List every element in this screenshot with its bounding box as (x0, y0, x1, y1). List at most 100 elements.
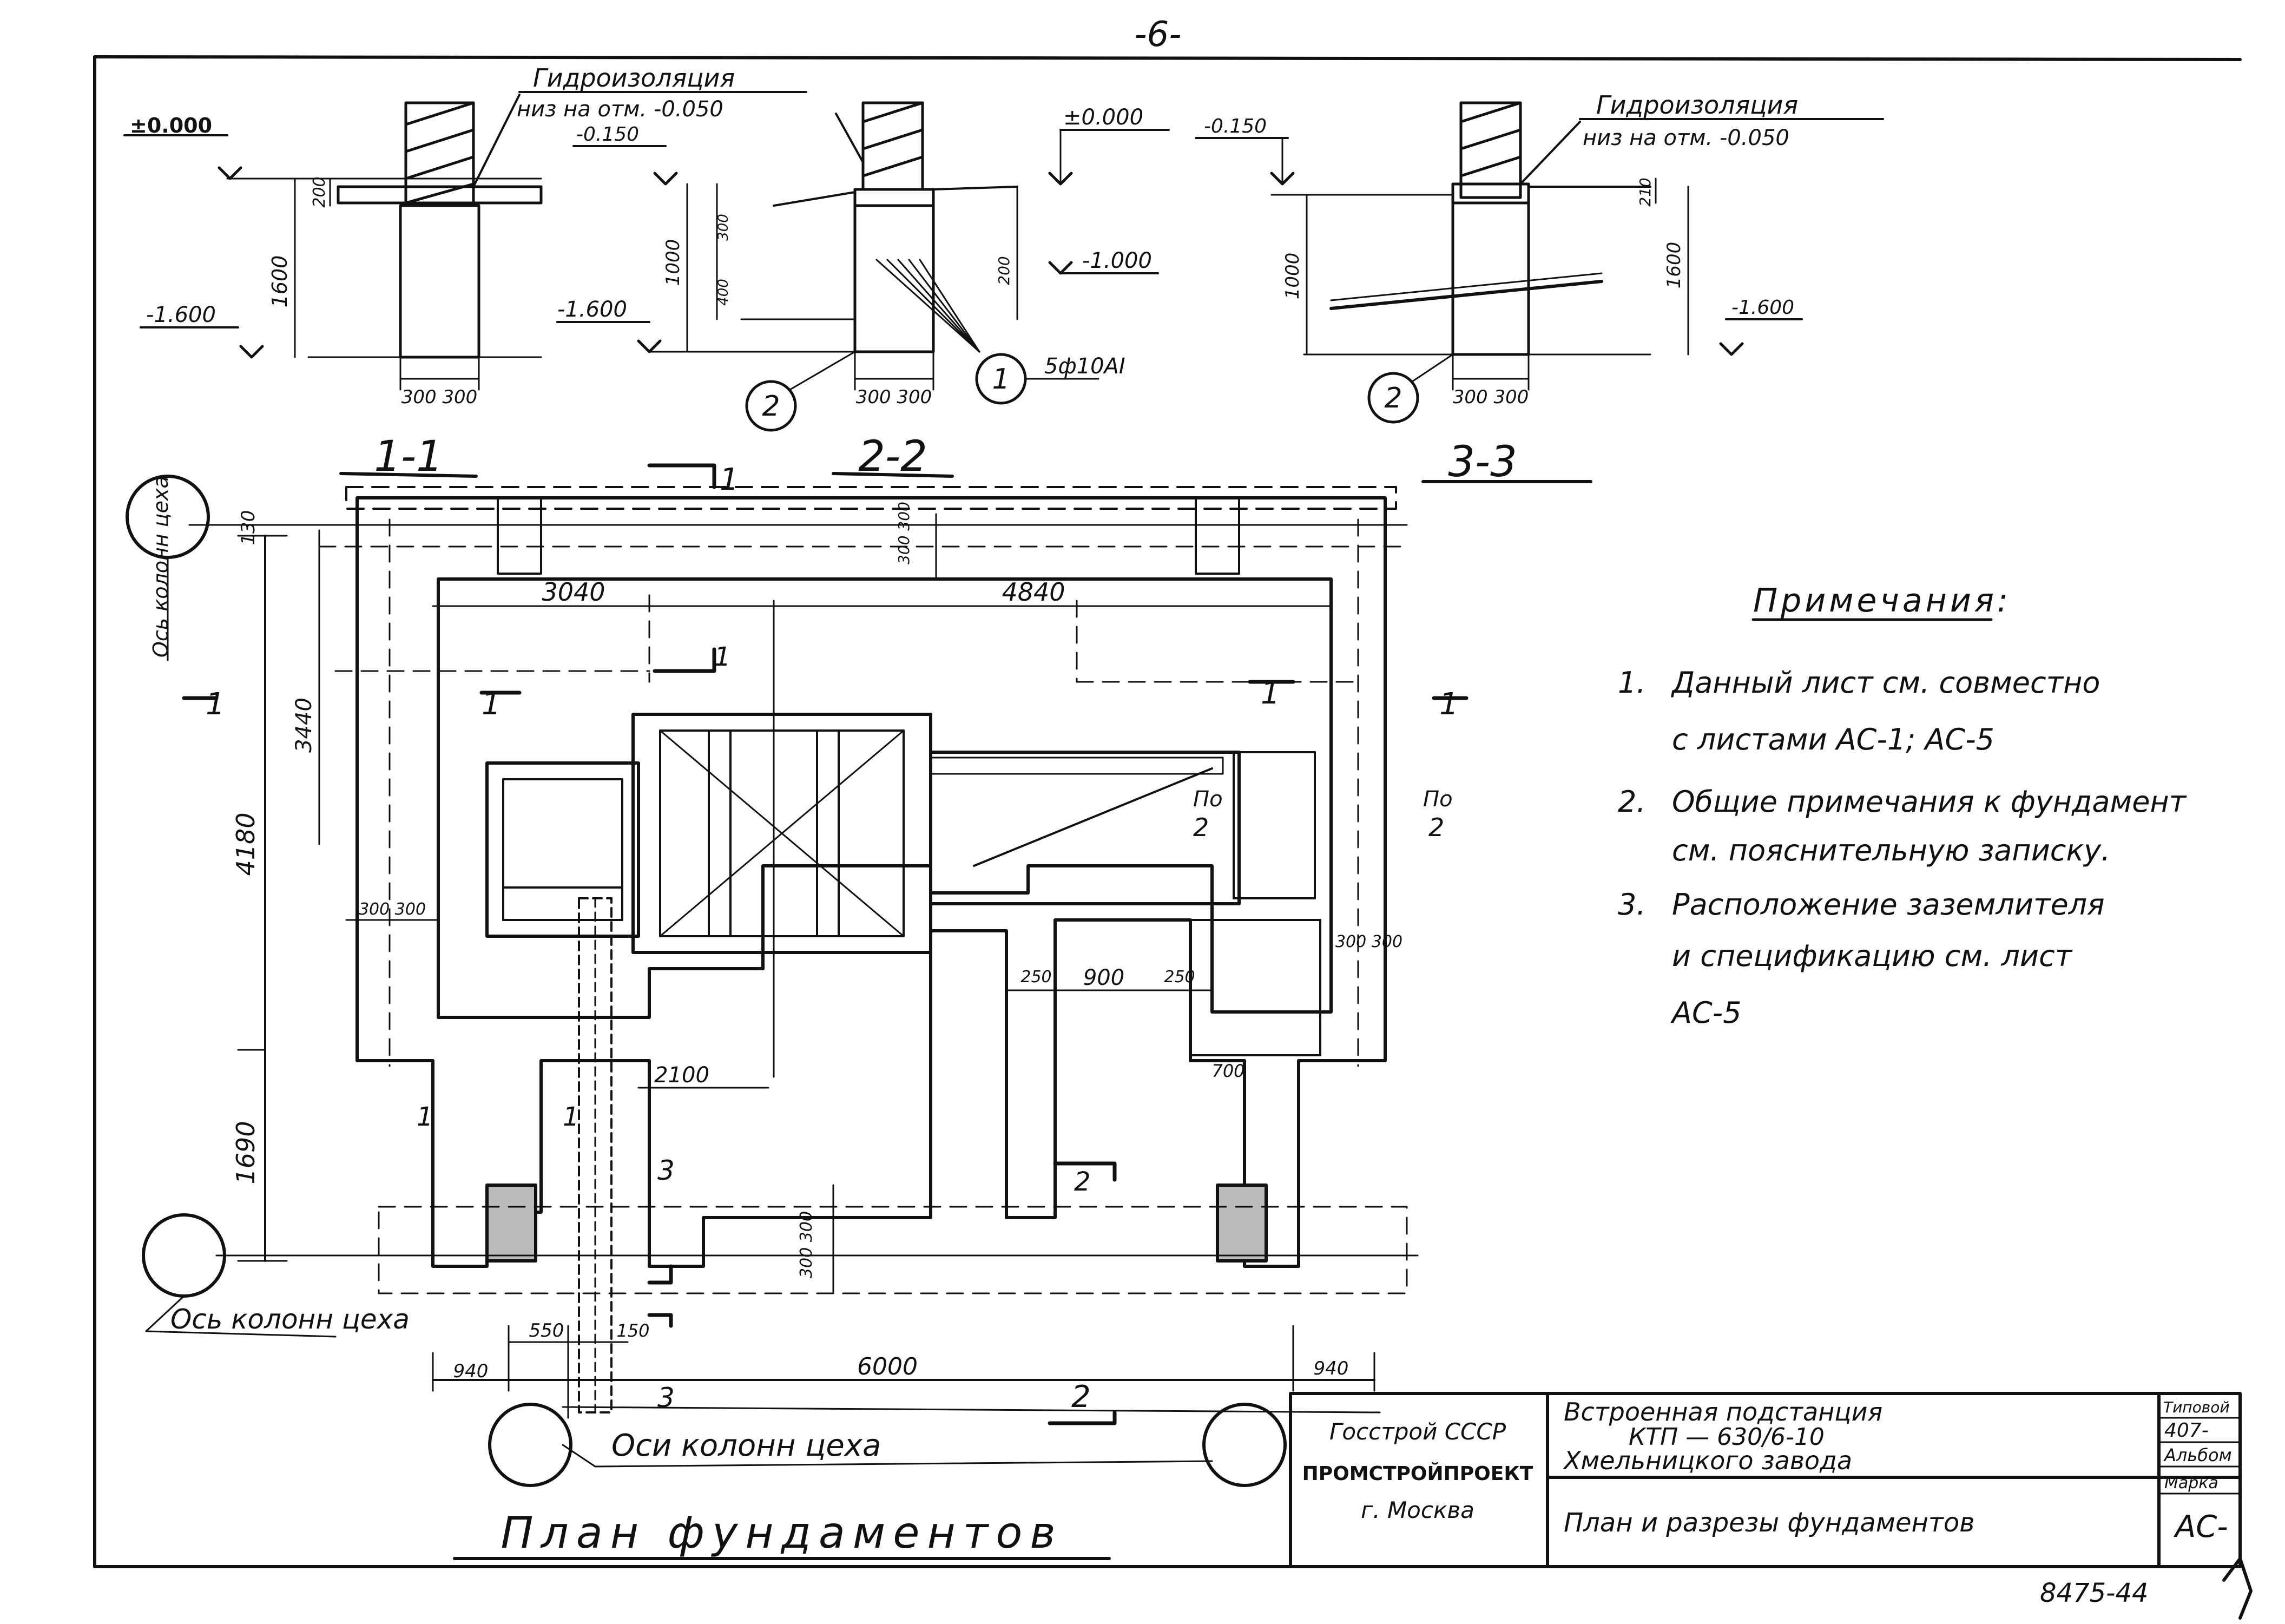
dim-250-a: 250 (1020, 968, 1051, 987)
foundation-plan: Ось колонн цеха Ось колонн цеха Оси коло… (126, 462, 1469, 1560)
dim-4840: 4840 (1002, 577, 1065, 607)
axis-label-top: Ось колонн цеха (149, 476, 173, 658)
section-mark-po-a: По (1193, 787, 1223, 812)
section-mark-3a: 3 (657, 1382, 675, 1413)
tb-mark-label: Марка (2164, 1474, 2218, 1492)
s2-dim-400: 400 (715, 279, 732, 306)
s1-waterproofing-note: низ на отм. -0.050 (517, 97, 723, 122)
inventory-number: 8475-44 (2040, 1578, 2149, 1608)
dim-4180: 4180 (231, 812, 260, 876)
s3-dim-width: 300 300 (1453, 386, 1529, 408)
dim-130: 130 (238, 510, 259, 545)
dim-250-b: 250 (1164, 968, 1195, 987)
dim-300-300-b: 300 300 (895, 502, 913, 564)
tb-org3: г. Москва (1361, 1497, 1474, 1523)
s2-dim-1000: 1000 (662, 239, 684, 286)
note-2-num: 2. (1618, 785, 1646, 819)
s2-dim-200: 200 (995, 256, 1013, 285)
s2-dim-width: 300 300 (856, 386, 932, 408)
note-2-line2: см. пояснительную записку. (1672, 833, 2110, 867)
tb-typ-num: 407- (2164, 1419, 2209, 1442)
section-mark-1d: 1 (1439, 687, 1459, 722)
section-mark-2b: 2 (1074, 1167, 1091, 1197)
s3-elev-left: -0.150 (1204, 115, 1267, 137)
section-mark-3b: 3 (657, 1155, 675, 1186)
section-mark-1e: 1 (482, 687, 501, 722)
s2-callout-2: 2 (762, 390, 780, 423)
section-mark-2a: 2 (1071, 1379, 1091, 1415)
s3-dim-1000: 1000 (1282, 253, 1303, 300)
s1-dim-small: 200 (310, 176, 329, 207)
section-mark-po-b: По (1423, 787, 1453, 812)
s2-callout-1: 1 (992, 363, 1010, 396)
s2-elev-left: -0.150 (576, 123, 639, 146)
s1-elevation-bottom: -1.600 (146, 303, 216, 327)
section-mark-po-b-num: 2 (1428, 813, 1444, 842)
dim-3040: 3040 (542, 577, 605, 607)
tb-album: Альбом (2163, 1445, 2232, 1465)
s3-elev-bottom: -1.600 (1731, 297, 1794, 319)
column-circle-bottom-left (142, 1213, 226, 1298)
s1-waterproofing-label: Гидроизоляция (533, 63, 735, 93)
s3-waterproofing-note: низ на отм. -0.050 (1583, 126, 1789, 150)
s2-elev-mid: -1.000 (1082, 248, 1152, 273)
column-circle-bottom-right (1202, 1403, 1287, 1487)
title-block: Госстрой СССР ПРОМСТРОЙПРОЕКТ г. Москва … (1289, 1392, 2242, 1568)
tb-mark: АС- (2174, 1509, 2228, 1544)
section-3-3: Гидроизоляция низ на отм. -0.050 -0.150 … (1195, 90, 1884, 486)
tb-org1: Госстрой СССР (1329, 1418, 1506, 1445)
tb-project1: Встроенная подстанция (1564, 1397, 1882, 1426)
note-1-line2: с листами АС-1; АС-5 (1672, 722, 1994, 757)
s3-section-label: 3-3 (1448, 438, 1517, 486)
section-mark-1a: 1 (720, 462, 739, 497)
plan-title: План фундаментов (501, 1508, 1063, 1558)
note-3-line1: Расположение заземлителя (1672, 887, 2105, 922)
s2-elev-top: ±0.000 (1063, 105, 1143, 130)
dim-300-300-a: 300 300 (359, 900, 426, 919)
s1-dim-width: 300 300 (401, 386, 478, 408)
note-1-num: 1. (1618, 666, 1646, 700)
note-2-line1: Общие примечания к фундамент (1672, 785, 2187, 819)
s1-dim-depth: 1600 (268, 255, 292, 308)
notes-title: Примечания: (1753, 582, 2011, 620)
dim-940-b: 940 (1314, 1358, 1349, 1379)
note-3-line2: и спецификацию см. лист (1672, 939, 2073, 973)
s3-waterproofing-label: Гидроизоляция (1596, 90, 1798, 120)
section-mark-1f: 1 (1261, 676, 1280, 711)
notes-block: Примечания: 1. Данный лист см. совместно… (1618, 582, 2187, 1030)
s2-elev-bottom: -1.600 (557, 297, 627, 322)
section-mark-1h: 1 (563, 1102, 580, 1132)
dim-150: 150 (616, 1320, 649, 1341)
s2-section-label: 2-2 (858, 432, 927, 481)
s3-dim-1600: 1600 (1663, 242, 1685, 289)
s3-callout-2: 2 (1384, 382, 1402, 415)
section-mark-1g: 1 (417, 1102, 433, 1132)
dim-300-300-c: 300 300 (1335, 932, 1402, 951)
dim-700: 700 (1211, 1061, 1244, 1081)
tb-sheet-title: План и разрезы фундаментов (1564, 1508, 1975, 1538)
s3-dim-small: 210 (1636, 177, 1654, 206)
section-mark-po-a-num: 2 (1193, 813, 1209, 842)
s1-section-label: 1-1 (374, 432, 443, 481)
section-2-2: ±0.000 -0.150 -1.000 -1.600 1000 300 400… (556, 101, 1170, 481)
section-mark-1c: 1 (206, 687, 225, 722)
note-3-line3: АС-5 (1670, 996, 1742, 1030)
corner-mark (2222, 1557, 2253, 1620)
dim-3440: 3440 (292, 698, 317, 753)
note-1-line1: Данный лист см. совместно (1671, 666, 2100, 700)
axis-label-bottom: Оси колонн цеха (611, 1428, 881, 1463)
dim-6000: 6000 (857, 1353, 918, 1380)
section-1-1: Гидроизоляция низ на отм. -0.050 ±0.000 … (123, 63, 807, 481)
dim-300-300-d: 300 300 (797, 1211, 816, 1278)
s1-elevation-top: ±0.000 (130, 114, 212, 137)
s2-dim-300: 300 (715, 214, 732, 241)
column-circle-bottom-mid (488, 1403, 572, 1487)
s2-callout-1-note: 5ф10AI (1044, 354, 1125, 379)
dim-1690: 1690 (231, 1121, 260, 1184)
dim-2100: 2100 (654, 1063, 709, 1088)
tb-project2: КТП — 630/6-10 (1629, 1423, 1825, 1451)
tb-typ-label: Типовой (2163, 1398, 2230, 1416)
section-mark-1b: 1 (714, 642, 731, 672)
dim-900: 900 (1083, 965, 1124, 990)
